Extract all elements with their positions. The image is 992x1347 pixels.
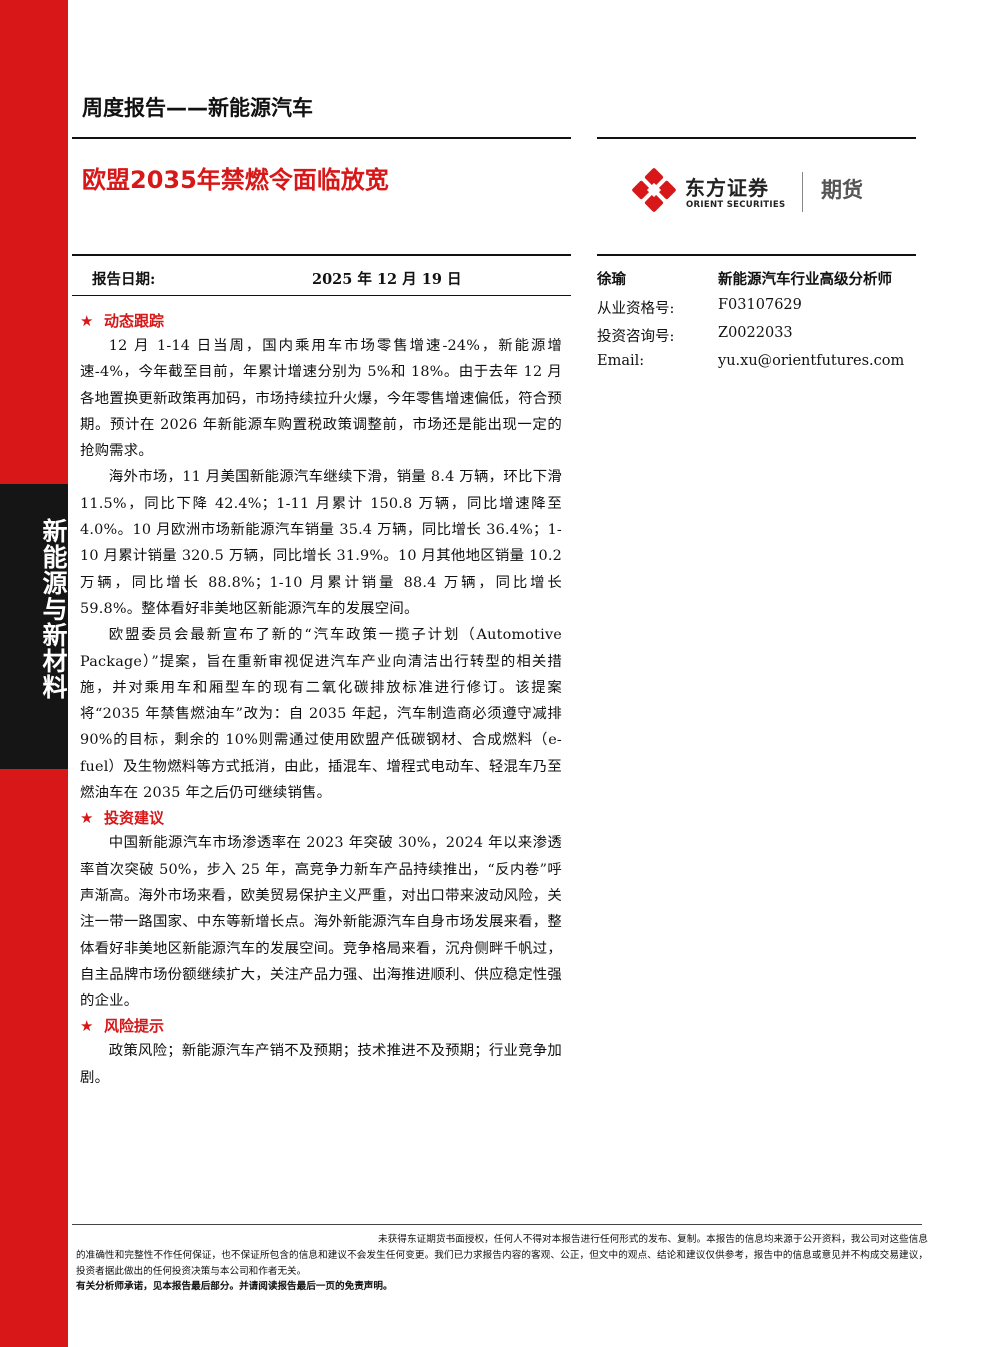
analyst-email-label: Email: [597, 353, 645, 369]
analyst-qualification-label: 从业资格号: [597, 301, 675, 317]
orient-securities-logo-icon [632, 168, 676, 212]
info-divider-right [597, 254, 916, 256]
footer-analyst-note: 有关分析师承诺，见本报告最后部分。并请阅读报告最后一页的免责声明。 [76, 1281, 393, 1292]
company-logo: 东方证券 ORIENT SECURITIES 期货 [632, 168, 882, 218]
logo-separator [802, 172, 803, 212]
star-icon: ★ [80, 809, 94, 828]
report-date-label: 报告日期: [92, 271, 156, 288]
sidebar-category-label: 新能源与新材料 [39, 518, 68, 700]
section-heading-investment: ★投资建议 [80, 806, 562, 830]
section-heading-tracking: ★动态跟踪 [80, 309, 562, 333]
paragraph: 12 月 1-14 日当周，国内乘用车市场零售增速-24%，新能源增速-4%，今… [80, 338, 562, 460]
paragraph: 中国新能源汽车市场渗透率在 2023 年突破 30%，2024 年以来渗透率首次… [80, 835, 562, 1010]
report-date-value: 2025 年 12 月 19 日 [312, 271, 462, 288]
logo-name-cn: 东方证券 [685, 176, 769, 200]
sidebar-category-block [0, 484, 68, 769]
analyst-consult-value: Z0022033 [718, 325, 793, 341]
analyst-title: 新能源汽车行业高级分析师 [718, 271, 892, 288]
footer-disclaimer: 未获得东证期货书面授权，任何人不得对本报告进行任何形式的发布、复制。本报告的信息… [76, 1234, 928, 1277]
logo-name-en: ORIENT SECURITIES [686, 200, 786, 210]
star-icon: ★ [80, 312, 94, 330]
report-title: 欧盟2035年禁燃令面临放宽 [82, 166, 389, 194]
analyst-name: 徐瑜 [597, 271, 626, 288]
paragraph: 海外市场，11 月美国新能源汽车继续下滑，销量 8.4 万辆，环比下滑 11.5… [80, 469, 562, 617]
date-divider [72, 295, 571, 296]
sidebar-category: 新能源与新材料 [0, 518, 68, 700]
logo-subbrand: 期货 [821, 178, 863, 202]
header-divider-right [597, 137, 916, 139]
report-type: 周度报告——新能源汽车 [82, 96, 313, 120]
info-divider-left [72, 254, 571, 256]
paragraph: 欧盟委员会最新宣布了新的“汽车政策一揽子计划（Automotive Packag… [80, 627, 562, 802]
paragraph: 政策风险；新能源汽车产销不及预期；技术推进不及预期；行业竞争加剧。 [80, 1043, 562, 1086]
header-divider-left [72, 137, 571, 139]
star-icon: ★ [80, 1017, 94, 1036]
footer-divider [72, 1224, 922, 1225]
section-heading-risk: ★风险提示 [80, 1014, 562, 1038]
analyst-email-value[interactable]: yu.xu@orientfutures.com [718, 353, 905, 369]
analyst-consult-label: 投资咨询号: [597, 329, 675, 345]
report-body: ★动态跟踪 12 月 1-14 日当周，国内乘用车市场零售增速-24%，新能源增… [80, 309, 562, 1091]
analyst-qualification-value: F03107629 [718, 297, 802, 313]
